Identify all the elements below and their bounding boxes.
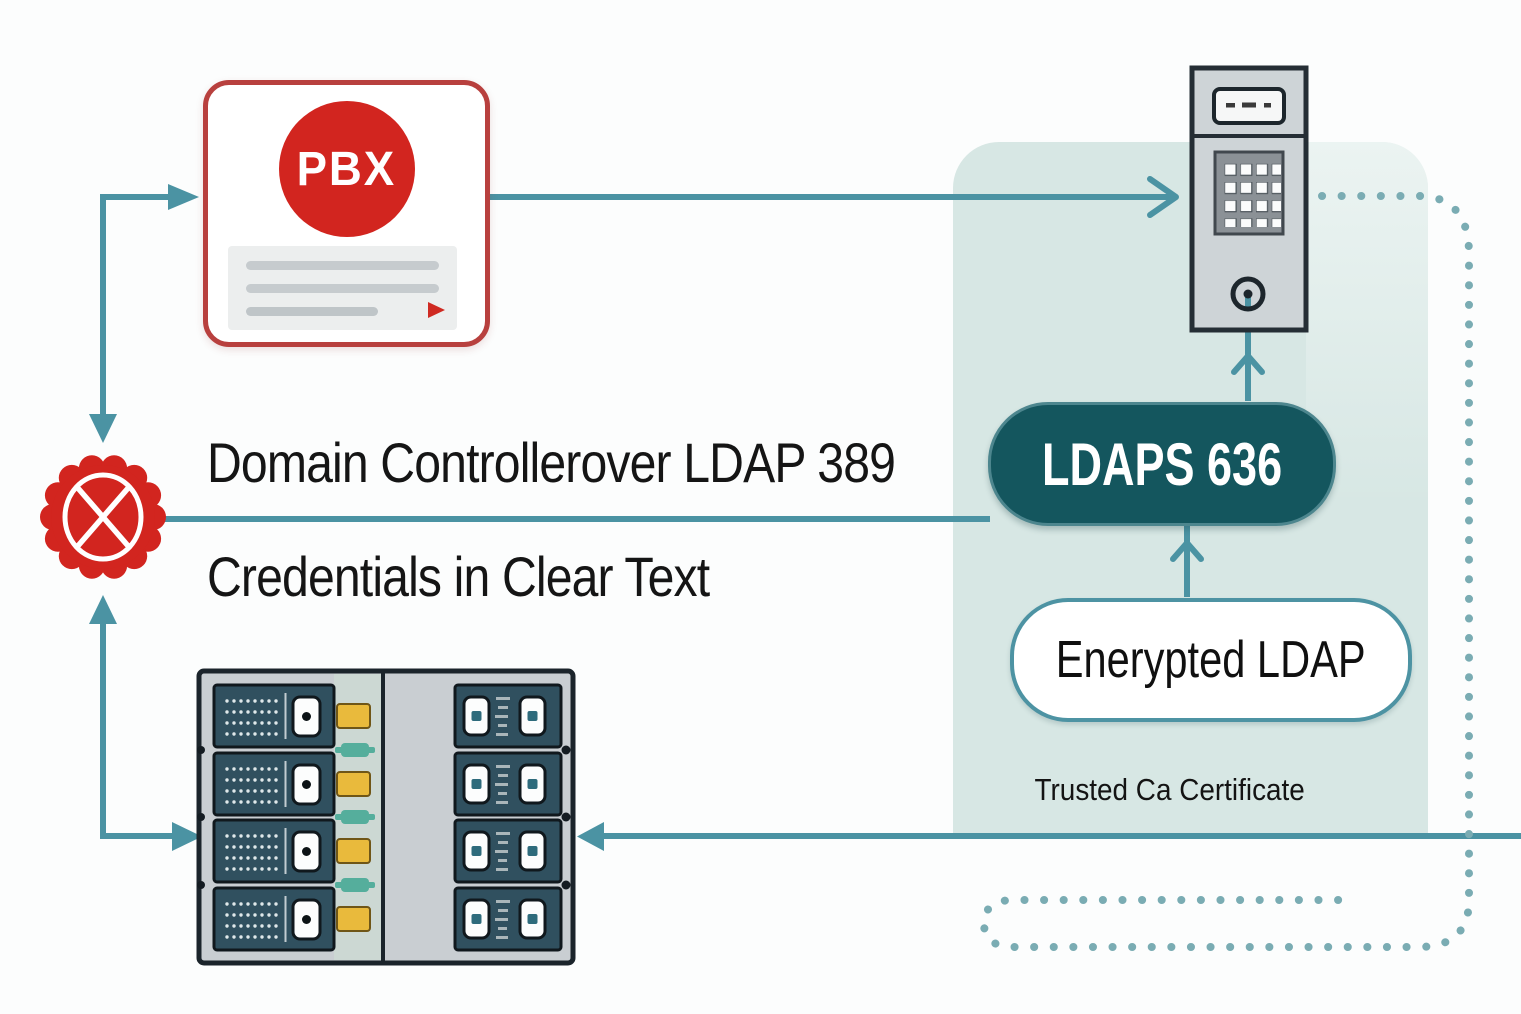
arrowhead-up-into-ldaps xyxy=(1170,540,1204,562)
line-badge-to-server xyxy=(100,622,172,839)
caption-trusted-ca: Trusted Ca Certificate xyxy=(1034,772,1305,807)
arrowhead-up-into-device-line xyxy=(1231,353,1265,375)
arrowhead-down-to-badge xyxy=(89,414,117,443)
encrypted-ldap-pill: Enerypted LDAP xyxy=(1010,598,1412,722)
caption-clear-text: Credentials in Clear Text xyxy=(207,545,710,608)
arrowhead-into-device xyxy=(1147,176,1179,218)
encrypted-ldap-label: Enerypted LDAP xyxy=(1056,631,1366,689)
server-rack-icon xyxy=(196,668,576,966)
arrowhead-into-pbx xyxy=(168,184,199,210)
pbx-card: PBX xyxy=(203,80,490,347)
document-line xyxy=(246,284,439,293)
arrowhead-into-server-left xyxy=(172,822,202,851)
secure-zone-panel-highlight xyxy=(1306,142,1428,662)
dotted-return-path xyxy=(979,192,1473,951)
caption-ldap-389: Domain Controllerover LDAP 389 xyxy=(207,431,896,494)
play-triangle-icon xyxy=(428,302,445,318)
pbx-logo-icon: PBX xyxy=(278,101,415,237)
document-line xyxy=(246,307,378,316)
document-line xyxy=(246,261,439,270)
flow-arrows xyxy=(89,176,1521,851)
ldaps-636-label: LDAPS 636 xyxy=(1041,430,1283,498)
pbx-label: PBX xyxy=(296,142,397,196)
intercom-device-icon xyxy=(1189,65,1309,333)
arrowhead-up-to-badge xyxy=(89,595,117,624)
pbx-document-icon xyxy=(228,246,457,330)
prohibited-icon xyxy=(40,455,166,579)
ldaps-636-pill: LDAPS 636 xyxy=(988,402,1336,526)
arrowhead-into-server-right xyxy=(577,822,604,851)
line-left-loop-top xyxy=(100,194,168,417)
